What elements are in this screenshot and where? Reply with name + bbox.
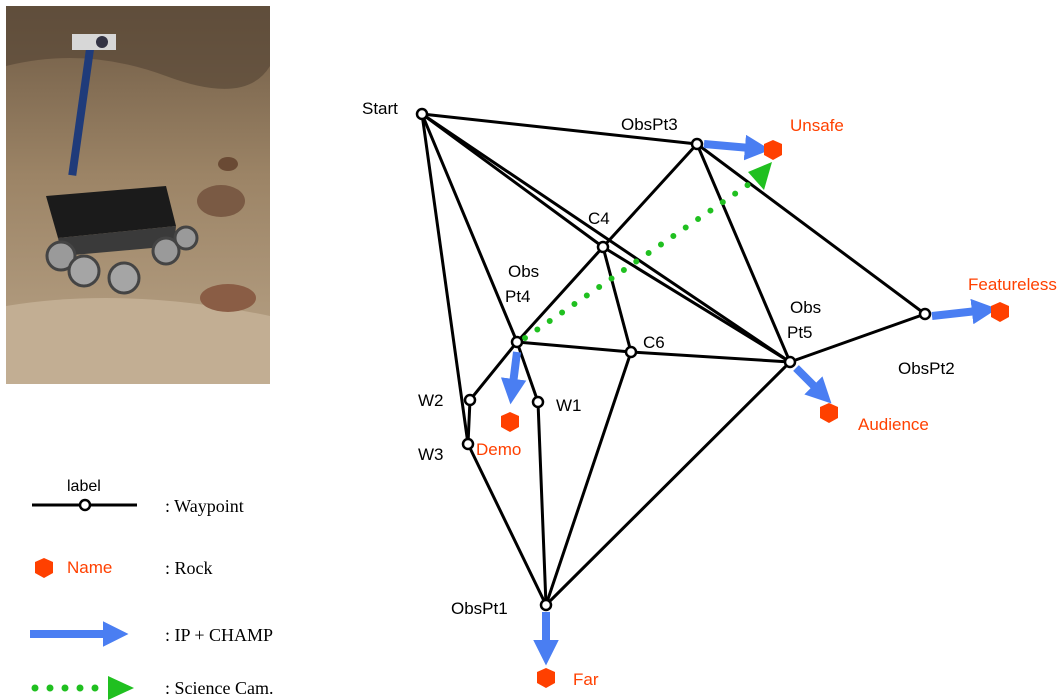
rock-unsafe xyxy=(764,140,782,160)
rock-featureless xyxy=(991,302,1009,322)
rover-photo xyxy=(6,6,270,384)
waypoint-w3 xyxy=(461,437,475,451)
rock-demo xyxy=(501,412,519,432)
waypoint-obspt3 xyxy=(690,137,704,151)
waypoint-obspt2 xyxy=(918,307,932,321)
label-obspt5-line1: Obs xyxy=(790,298,821,317)
waypoint-w2 xyxy=(463,393,477,407)
legend-ip-desc: : IP + CHAMP xyxy=(165,625,273,645)
legend-science-desc: : Science Cam. xyxy=(165,678,273,698)
legend-science-arrowhead xyxy=(108,676,134,700)
arrow-obspt3-unsafe xyxy=(703,134,771,161)
science-cam-arrowhead xyxy=(748,162,772,190)
label-far: Far xyxy=(573,670,599,689)
rock-labels: Unsafe Featureless Audience Demo Far xyxy=(476,116,1057,689)
rock-far xyxy=(537,668,555,688)
label-audience: Audience xyxy=(858,415,929,434)
label-c6: C6 xyxy=(643,333,665,352)
waypoint-c6 xyxy=(624,345,638,359)
rocks xyxy=(501,140,1009,688)
legend-waypoint-symbol xyxy=(78,498,92,512)
label-w1: W1 xyxy=(556,396,582,415)
waypoint-start xyxy=(415,107,429,121)
legend: label : Waypoint Name : Rock : IP + CHAM… xyxy=(30,478,273,700)
label-obspt4-line1: Obs xyxy=(508,262,539,281)
arrow-obspt5-audience xyxy=(793,365,832,404)
label-c4: C4 xyxy=(588,209,610,228)
legend-waypoint-desc: : Waypoint xyxy=(165,496,244,516)
waypoint-obspt1 xyxy=(539,598,553,612)
ip-champ-arrows xyxy=(500,134,998,666)
label-unsafe: Unsafe xyxy=(790,116,844,135)
label-w2: W2 xyxy=(418,391,444,410)
waypoint-edges xyxy=(420,112,927,607)
waypoint-labels: Start ObsPt3 C4 Obs Pt4 C6 Obs Pt5 ObsPt… xyxy=(362,99,955,618)
waypoint-nodes xyxy=(415,107,932,612)
waypoint-obspt4 xyxy=(510,335,524,349)
waypoint-c4 xyxy=(596,240,610,254)
arrow-obspt2-featureless xyxy=(931,298,998,325)
legend-waypoint-label: label xyxy=(67,478,101,495)
label-obspt5-line2: Pt5 xyxy=(787,323,813,342)
label-start: Start xyxy=(362,99,398,118)
waypoint-w1 xyxy=(531,395,545,409)
label-obspt2: ObsPt2 xyxy=(898,359,955,378)
legend-rock-desc: : Rock xyxy=(165,558,213,578)
legend-rock-name: Name xyxy=(67,558,112,577)
label-featureless: Featureless xyxy=(968,275,1057,294)
rock-audience xyxy=(820,403,838,423)
label-obspt4-line2: Pt4 xyxy=(505,287,531,306)
legend-rock-symbol xyxy=(35,558,53,578)
label-obspt3: ObsPt3 xyxy=(621,115,678,134)
label-w3: W3 xyxy=(418,445,444,464)
label-demo: Demo xyxy=(476,440,521,459)
waypoint-obspt5 xyxy=(783,355,797,369)
arrow-obspt4-demo xyxy=(500,351,527,405)
label-obspt1: ObsPt1 xyxy=(451,599,508,618)
science-cam-path xyxy=(522,162,772,341)
